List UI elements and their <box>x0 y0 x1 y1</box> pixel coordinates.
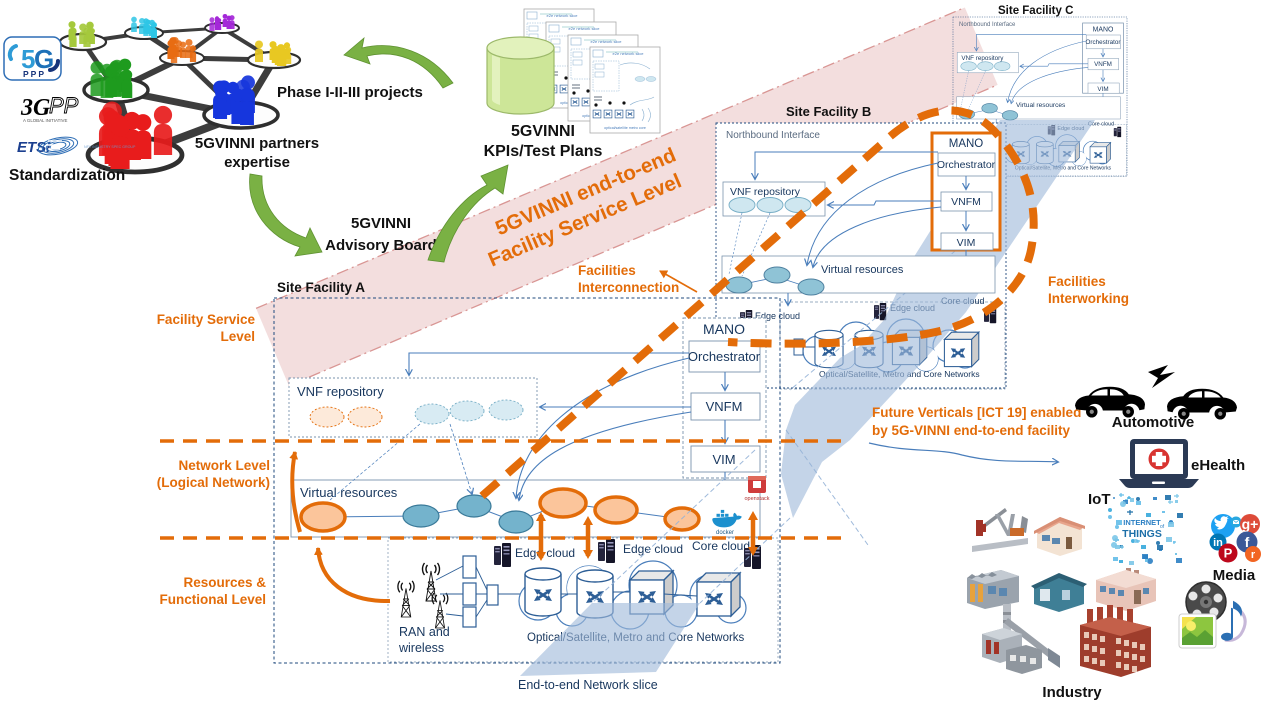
svg-text:Future Verticals [ICT 19] enab: Future Verticals [ICT 19] enabled <box>872 405 1081 420</box>
svg-text:Virtual resources: Virtual resources <box>1016 102 1066 109</box>
svg-text:Advisory Board: Advisory Board <box>325 237 437 254</box>
svg-text:PP: PP <box>49 93 79 118</box>
svg-text:5GVINNI partners: 5GVINNI partners <box>195 135 319 152</box>
svg-text:wireless: wireless <box>398 641 444 655</box>
svg-text:Site Facility A: Site Facility A <box>277 280 365 295</box>
svg-text:NFV INDUSTRY SPEC GROUP: NFV INDUSTRY SPEC GROUP <box>84 145 136 149</box>
svg-text:P: P <box>1224 546 1233 561</box>
svg-text:Interworking: Interworking <box>1048 291 1129 306</box>
svg-text:optical/satellite metro core: optical/satellite metro core <box>604 126 646 130</box>
svg-text:Facilities: Facilities <box>578 263 636 278</box>
svg-text:Virtual resources: Virtual resources <box>821 264 904 276</box>
svg-text:PPP: PPP <box>23 69 46 79</box>
svg-text:Industry: Industry <box>1042 684 1102 701</box>
svg-text:r: r <box>1251 549 1256 561</box>
svg-text:VNF repository: VNF repository <box>730 186 801 198</box>
svg-text:MANO: MANO <box>703 321 745 337</box>
svg-text:Orchestrator: Orchestrator <box>688 349 761 364</box>
svg-text:Core cloud: Core cloud <box>692 539 750 553</box>
svg-text:Site Facility C: Site Facility C <box>998 5 1073 17</box>
svg-text:openstack: openstack <box>744 496 769 502</box>
svg-text:Edge cloud: Edge cloud <box>755 311 800 321</box>
svg-text:RAN and: RAN and <box>399 625 450 639</box>
svg-text:MANO: MANO <box>1093 26 1114 33</box>
svg-text:e2e network slice: e2e network slice <box>613 51 645 56</box>
svg-text:by 5G-VINNI end-to-end facilit: by 5G-VINNI end-to-end facility <box>872 423 1071 438</box>
svg-text:eHealth: eHealth <box>1191 457 1245 474</box>
svg-text:Standardization: Standardization <box>9 167 125 184</box>
svg-text:Northbound Interface: Northbound Interface <box>726 130 820 141</box>
svg-text:KPIs/Test Plans: KPIs/Test Plans <box>484 143 603 160</box>
svg-text:IoT: IoT <box>1088 491 1111 508</box>
svg-text:Facilities: Facilities <box>1048 274 1106 289</box>
svg-text:in: in <box>1213 537 1223 549</box>
svg-text:THINGS: THINGS <box>1122 528 1162 540</box>
svg-text:Phase I-II-III projects: Phase I-II-III projects <box>277 84 423 101</box>
svg-text:Orchestrator: Orchestrator <box>1086 39 1121 46</box>
svg-text:Interconnection: Interconnection <box>578 280 679 295</box>
svg-text:Resources &: Resources & <box>183 575 266 590</box>
svg-text:VNF repository: VNF repository <box>297 384 384 399</box>
svg-text:g+: g+ <box>1242 516 1259 532</box>
svg-text:VNFM: VNFM <box>951 196 981 208</box>
svg-text:Orchestrator: Orchestrator <box>937 159 996 171</box>
svg-text:docker: docker <box>716 530 734 536</box>
svg-text:Edge cloud: Edge cloud <box>623 542 683 556</box>
svg-text:Core cloud: Core cloud <box>1088 122 1114 128</box>
svg-text:Virtual resources: Virtual resources <box>300 485 398 500</box>
svg-text:VNF repository: VNF repository <box>961 55 1004 62</box>
svg-text:5GVINNI: 5GVINNI <box>511 123 575 140</box>
svg-text:Automotive: Automotive <box>1112 414 1195 431</box>
svg-text:VNFM: VNFM <box>1094 61 1112 68</box>
svg-text:Facility Service: Facility Service <box>157 312 256 327</box>
svg-text:Functional Level: Functional Level <box>159 592 266 607</box>
svg-text:VIM: VIM <box>1097 86 1108 93</box>
svg-text:A GLOBAL INITIATIVE: A GLOBAL INITIATIVE <box>23 118 67 123</box>
svg-text:5: 5 <box>21 44 35 74</box>
svg-text:MANO: MANO <box>949 138 984 150</box>
svg-text:VIM: VIM <box>712 452 735 467</box>
svg-text:Site Facility B: Site Facility B <box>786 104 871 119</box>
svg-text:e2e network slice: e2e network slice <box>547 13 579 18</box>
svg-text:of: of <box>1160 524 1165 530</box>
svg-text:G: G <box>34 44 54 74</box>
svg-text:Media: Media <box>1213 567 1256 584</box>
svg-text:e2e network slice: e2e network slice <box>569 26 601 31</box>
svg-text:f: f <box>1245 534 1250 550</box>
svg-text:INTERNET: INTERNET <box>1123 518 1161 527</box>
svg-text:expertise: expertise <box>224 154 290 171</box>
svg-text:VIM: VIM <box>957 237 976 249</box>
svg-text:(Logical Network): (Logical Network) <box>157 475 270 490</box>
svg-text:3G: 3G <box>20 95 51 121</box>
svg-text:Network Level: Network Level <box>178 458 270 473</box>
svg-text:Northbound Interface: Northbound Interface <box>959 22 1016 28</box>
svg-text:e2e network slice: e2e network slice <box>591 39 623 44</box>
svg-text:VNFM: VNFM <box>706 399 743 414</box>
svg-text:Optical/Satellite, Metro and C: Optical/Satellite, Metro and Core Networ… <box>1015 165 1112 171</box>
svg-text:5GVINNI: 5GVINNI <box>351 215 411 232</box>
svg-text:End-to-end Network slice: End-to-end Network slice <box>518 678 658 692</box>
svg-text:Level: Level <box>220 329 255 344</box>
